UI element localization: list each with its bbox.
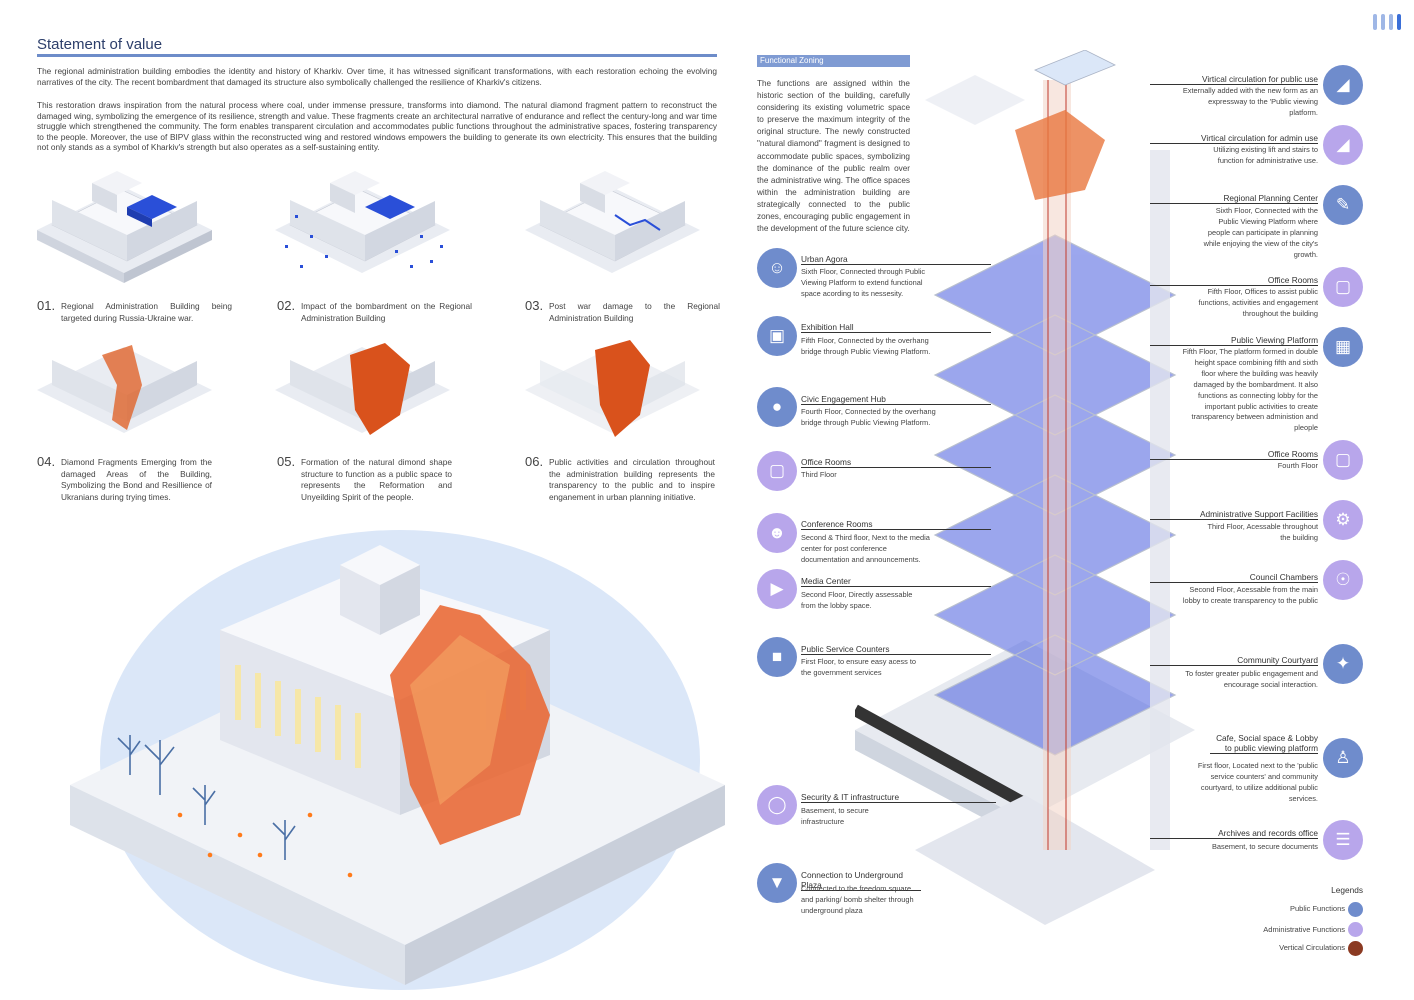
- function-desc-exhibition-hall: Fifth Floor, Connected by the overhang b…: [801, 336, 931, 356]
- gear-icon: ⚙: [1323, 500, 1363, 540]
- step-caption-4: 04.Diamond Fragments Emerging from the d…: [37, 454, 212, 502]
- stairs-icon: ◢: [1323, 125, 1363, 165]
- legend-swatch-admin: [1348, 922, 1363, 937]
- planning-icon: ✎: [1323, 185, 1363, 225]
- function-desc-office-rooms-third: Third Floor: [801, 470, 837, 479]
- statement-paragraph-2: This restoration draws inspiration from …: [37, 100, 717, 153]
- function-title-security-it: Security & IT infrastructure: [801, 792, 996, 803]
- function-desc-archives: Basement, to secure documents: [1212, 842, 1318, 851]
- step-caption-6: 06.Public activities and circulation thr…: [525, 454, 715, 502]
- thumbnail-intact-building: [37, 171, 212, 283]
- conference-icon: ☻: [757, 513, 797, 553]
- legend-swatch-vertical: [1348, 941, 1363, 956]
- function-desc-office-rooms-fifth: Fifth Floor, Offices to assist public fu…: [1198, 287, 1318, 318]
- office-desk-icon: ▢: [1323, 267, 1363, 307]
- step-caption-3: 03.Post war damage to the Regional Admin…: [525, 298, 720, 323]
- function-desc-regional-planning: Sixth Floor, Connected with the Public V…: [1203, 206, 1318, 259]
- function-desc-conference-rooms: Second & Third floor, Next to the media …: [801, 533, 930, 564]
- people-talk-icon: ☺: [757, 248, 797, 288]
- easel-icon: ▣: [757, 316, 797, 356]
- statement-title: Statement of value: [37, 36, 163, 53]
- legend-swatch-public: [1348, 902, 1363, 917]
- function-desc-admin-support: Third Floor, Acessable throughout the bu…: [1207, 522, 1318, 542]
- function-title-office-rooms-fourth: Office Rooms: [1150, 449, 1318, 460]
- function-desc-community-courtyard: To foster greater public engagement and …: [1185, 669, 1318, 689]
- step-caption-2: 02.Impact of the bombardment on the Regi…: [277, 298, 472, 323]
- counter-icon: ■: [757, 637, 797, 677]
- function-desc-underground-plaza: Connected to the freedom square and park…: [801, 884, 914, 915]
- function-title-archives: Archives and records office: [1150, 828, 1318, 839]
- stairs-icon: ◢: [1323, 65, 1363, 105]
- function-desc-public-service-counters: First Floor, to ensure easy acess to the…: [801, 657, 917, 677]
- chamber-icon: ☉: [1323, 560, 1363, 600]
- office-desk-icon: ▢: [757, 451, 797, 491]
- platform-icon: ▦: [1323, 327, 1363, 367]
- function-title-exhibition-hall: Exhibition Hall: [801, 322, 991, 333]
- function-desc-council-chambers: Second Floor, Acessable from the main lo…: [1182, 585, 1318, 605]
- function-title-public-service-counters: Public Service Counters: [801, 644, 991, 655]
- function-title-vertical-admin: Virtical circulation for admin use: [1150, 133, 1318, 144]
- documents-icon: ☰: [1323, 820, 1363, 860]
- function-title-underground-plaza: Connection to Underground Plaza: [801, 870, 921, 891]
- step-caption-1: 01.Regional Administration Building bein…: [37, 298, 232, 323]
- legend-title: Legends: [1331, 885, 1363, 895]
- function-title-council-chambers: Council Chambers: [1150, 572, 1318, 583]
- function-title-vertical-public: Virtical circulation for public use: [1150, 74, 1318, 85]
- function-title-urban-agora: Urban Agora: [801, 254, 991, 265]
- thumbnail-bombardment: [275, 171, 450, 273]
- thumbnail-public-activities: [525, 340, 700, 437]
- legend-label-vertical: Vertical Circulations: [1279, 943, 1345, 952]
- title-underline: [37, 54, 717, 57]
- thumbnail-diamond-fragments: [37, 345, 212, 433]
- function-desc-cafe-lobby: First floor, Located next to the 'public…: [1197, 761, 1318, 803]
- functional-zoning-label: Functional Zoning: [757, 55, 910, 67]
- function-title-regional-planning: Regional Planning Center: [1150, 193, 1318, 204]
- function-title-office-rooms-third: Office Rooms: [801, 457, 991, 468]
- media-icon: ▶: [757, 569, 797, 609]
- down-arrow-icon: ▼: [757, 863, 797, 903]
- function-desc-vertical-public: Externally added with the new form as an…: [1182, 86, 1318, 117]
- thumbnail-post-war-damage: [525, 171, 700, 273]
- legend-label-public: Public Functions: [1289, 904, 1345, 913]
- function-desc-office-rooms-fourth: Fourth Floor: [1277, 461, 1318, 470]
- function-title-civic-engagement-hub: Civic Engagement Hub: [801, 394, 991, 405]
- page-indicator[interactable]: [1373, 14, 1401, 31]
- statement-paragraph-1: The regional administration building emb…: [37, 66, 717, 87]
- function-desc-urban-agora: Sixth Floor, Connected through Public Vi…: [801, 267, 926, 298]
- office-desk-icon: ▢: [1323, 440, 1363, 480]
- function-title-admin-support: Administrative Support Facilities: [1150, 509, 1318, 520]
- function-title-conference-rooms: Conference Rooms: [801, 519, 991, 530]
- function-desc-security-it: Basement, to secure infrastructure: [801, 806, 869, 826]
- function-title-community-courtyard: Community Courtyard: [1150, 655, 1318, 666]
- group-icon: ♙: [1323, 738, 1363, 778]
- function-desc-public-viewing-platform: Fifth Floor, The platform formed in doub…: [1182, 347, 1318, 433]
- thumbnail-diamond-formation: [275, 343, 450, 435]
- function-title-public-viewing-platform: Public Viewing Platform: [1150, 335, 1318, 346]
- meeting-table-icon: ●: [757, 387, 797, 427]
- function-desc-media-center: Second Floor, Directly assessable from t…: [801, 590, 913, 610]
- function-title-cafe-lobby: Cafe, Social space & Lobby to public vie…: [1210, 733, 1318, 754]
- function-desc-civic-engagement-hub: Fourth Floor, Connected by the overhang …: [801, 407, 936, 427]
- function-desc-vertical-admin: Utilizing existing lift and stairs to fu…: [1213, 145, 1318, 165]
- stars-icon: ✦: [1323, 644, 1363, 684]
- main-building-rendering: [70, 530, 725, 990]
- functional-zoning-paragraph: The functions are assigned within the hi…: [757, 79, 910, 234]
- shield-icon: ◯: [757, 785, 797, 825]
- function-title-media-center: Media Center: [801, 576, 991, 587]
- legend-label-admin: Administrative Functions: [1263, 925, 1345, 934]
- exploded-axonometric-diagram: [855, 50, 1195, 925]
- function-title-office-rooms-fifth: Office Rooms: [1150, 275, 1318, 286]
- step-caption-5: 05.Formation of the natural dimond shape…: [277, 454, 452, 502]
